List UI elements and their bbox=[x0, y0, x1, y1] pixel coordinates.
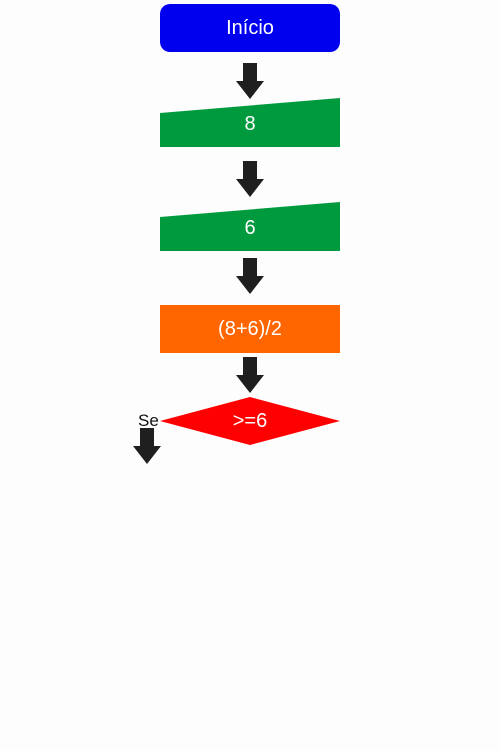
input-shape bbox=[160, 202, 340, 251]
arrow-down-icon bbox=[236, 161, 264, 197]
input-2-label: 6 bbox=[244, 217, 256, 239]
arrow-down-icon bbox=[133, 428, 161, 464]
decision-label: >=6 bbox=[232, 409, 268, 432]
decision-shape bbox=[160, 397, 340, 445]
input-shape bbox=[160, 98, 340, 147]
start-label: Início bbox=[226, 16, 274, 39]
arrow-down-icon bbox=[236, 63, 264, 99]
arrow-down-icon bbox=[236, 258, 264, 294]
process-label: (8+6)/2 bbox=[218, 317, 282, 340]
input-node-2: 6 bbox=[160, 202, 340, 251]
start-node: Início bbox=[160, 4, 340, 52]
arrow-down-icon bbox=[236, 357, 264, 393]
process-node: (8+6)/2 bbox=[160, 305, 340, 353]
input-node-1: 8 bbox=[160, 98, 340, 147]
decision-node: >=6 bbox=[160, 397, 340, 445]
branch-label: Se bbox=[138, 411, 159, 430]
input-1-label: 8 bbox=[244, 113, 256, 135]
